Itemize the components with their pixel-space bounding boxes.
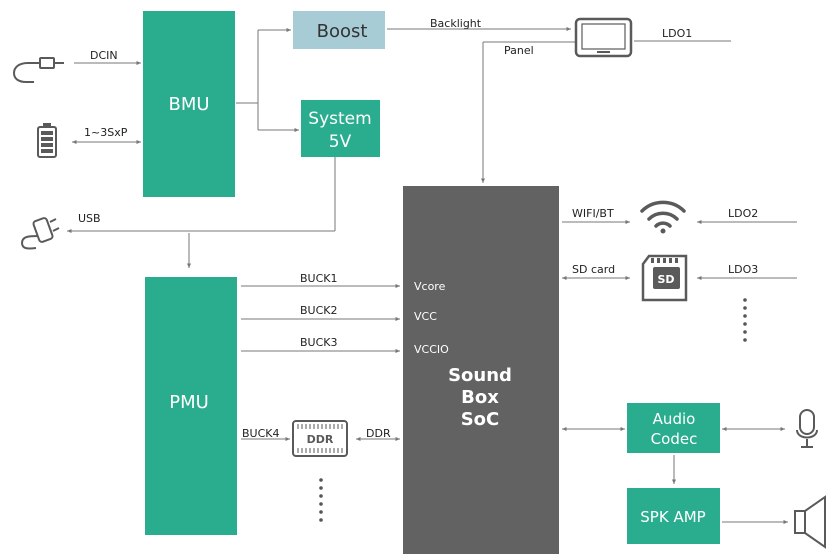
audio-codec-label-line2: Codec — [651, 430, 698, 448]
wifi-icon — [640, 200, 686, 234]
bmu-block: BMU — [143, 11, 235, 197]
wifi-bt-label: WIFI/BT — [572, 207, 614, 220]
buck3-label: BUCK3 — [300, 336, 338, 349]
system-5v-block: System 5V — [301, 100, 380, 157]
speaker-icon — [794, 495, 826, 549]
spk-amp-label: SPK AMP — [640, 508, 705, 526]
ldo3-label: LDO3 — [728, 263, 758, 276]
spk-amp-block: SPK AMP — [627, 488, 720, 544]
soc-label-line2: Box — [461, 387, 499, 408]
ellipsis-dots — [319, 298, 747, 522]
ldo1-label: LDO1 — [662, 27, 692, 40]
microphone-icon — [796, 409, 818, 448]
soc-label-line1: Sound — [448, 365, 512, 386]
soc-pin-vcc: VCC — [414, 310, 437, 323]
pmu-block: PMU — [145, 277, 237, 535]
soc-pin-vccio: VCCIO — [414, 343, 449, 356]
system-5v-label-line2: 5V — [329, 132, 352, 152]
pmu-label: PMU — [169, 392, 209, 413]
backlight-label: Backlight — [430, 17, 482, 30]
ddr-label: DDR — [366, 427, 391, 440]
dc-plug-icon — [12, 57, 64, 83]
buck1-label: BUCK1 — [300, 272, 338, 285]
sd-card-label: SD card — [572, 263, 615, 276]
audio-codec-block: Audio Codec — [627, 403, 720, 453]
soc-pin-vcore: Vcore — [414, 280, 446, 293]
usb-plug-icon — [20, 217, 60, 250]
boost-label: Boost — [317, 21, 368, 42]
battery-icon — [37, 123, 57, 158]
soc-block: Sound Box SoC Vcore VCC VCCIO — [403, 186, 559, 554]
ldo2-label: LDO2 — [728, 207, 758, 220]
ddr-chip-icon: DDR — [292, 420, 348, 457]
connectors — [67, 27, 797, 524]
buck4-label: BUCK4 — [242, 427, 280, 440]
bmu-label: BMU — [168, 94, 209, 115]
buck2-label: BUCK2 — [300, 304, 338, 317]
dcin-label: DCIN — [90, 49, 118, 62]
battery-config-label: 1~3SxP — [84, 126, 128, 139]
sd-card-icon-text: SD — [657, 273, 674, 286]
boost-block: Boost — [293, 11, 385, 49]
system-5v-label-line1: System — [308, 109, 371, 129]
sd-card-icon: SD — [641, 254, 688, 302]
edge-labels: DCIN 1~3SxP USB Backlight Panel LDO1 WIF… — [78, 17, 758, 440]
tablet-display-icon — [574, 17, 633, 58]
soc-label-line3: SoC — [461, 409, 500, 430]
audio-codec-label-line1: Audio — [653, 410, 696, 428]
ddr-chip-text: DDR — [307, 433, 334, 446]
usb-label: USB — [78, 212, 101, 225]
panel-label: Panel — [504, 44, 534, 57]
